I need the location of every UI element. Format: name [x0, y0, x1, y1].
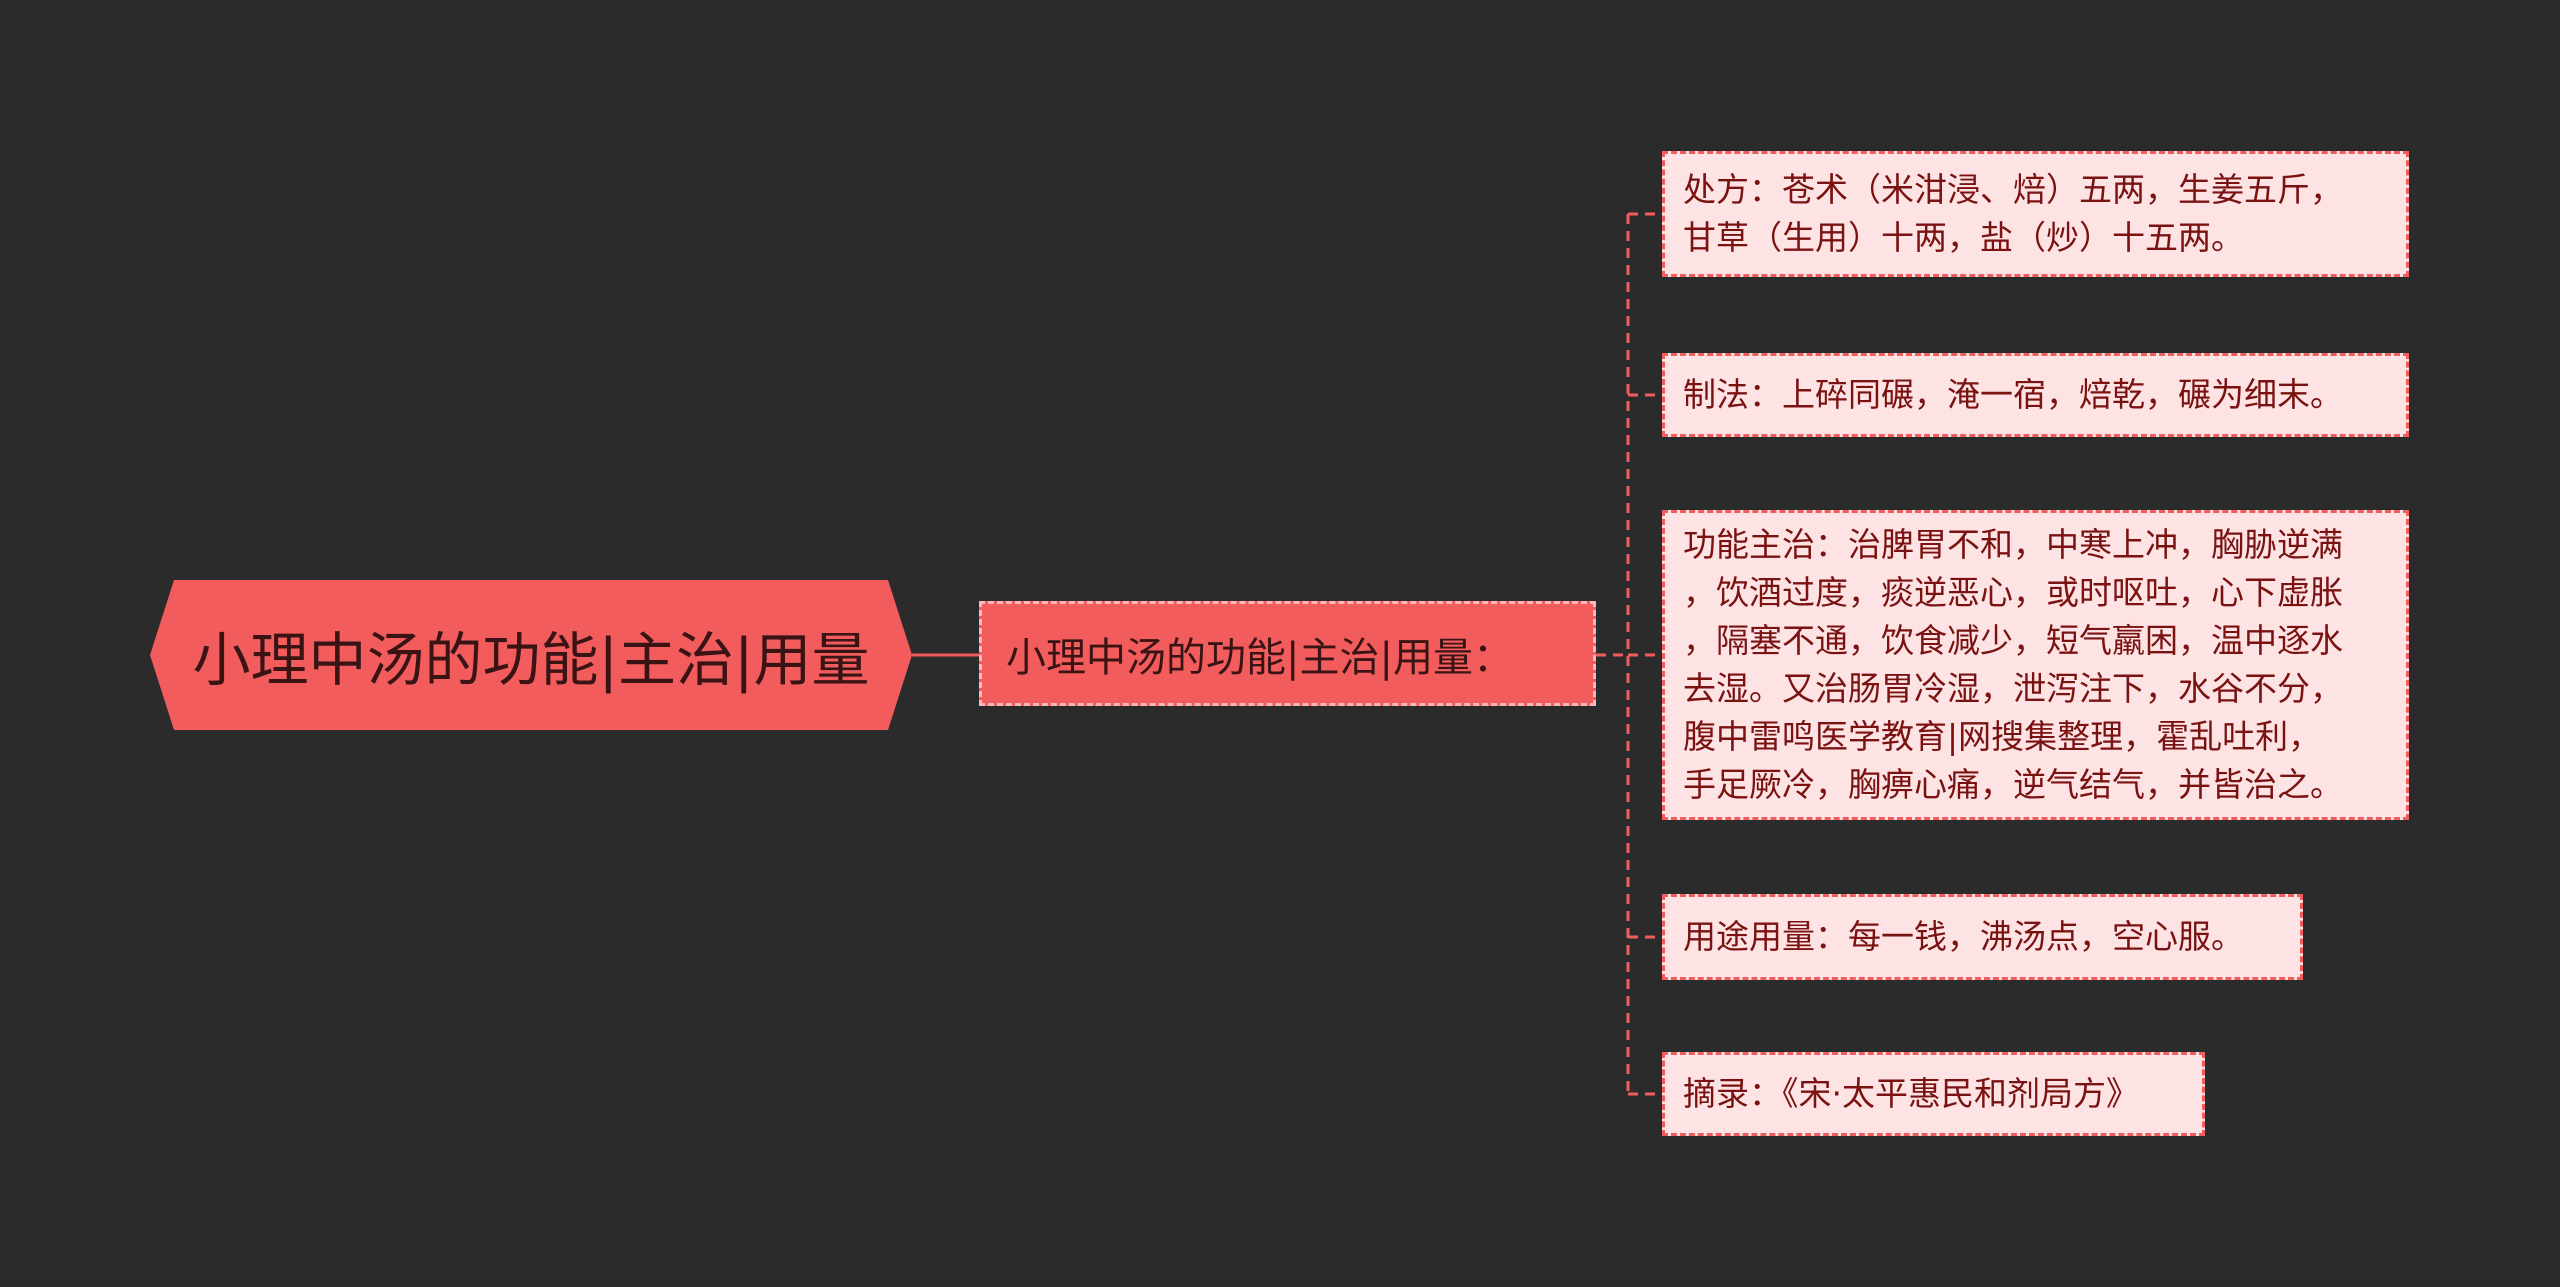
leaf-text-line: 甘草（生用）十两，盐（炒）十五两。	[1683, 218, 2244, 257]
leaf-text-line: 腹中雷鸣医学教育|网搜集整理，霍乱吐利，	[1683, 717, 2322, 756]
root-node-label: 小理中汤的功能|主治|用量	[192, 626, 870, 694]
leaf-dosage[interactable]: 用途用量：每一钱，沸汤点，空心服。	[1662, 894, 2303, 980]
leaf-text-line: 用途用量：每一钱，沸汤点，空心服。	[1683, 917, 2244, 956]
leaf-text-line: 功能主治：治脾胃不和，中寒上冲，胸胁逆满	[1683, 525, 2343, 564]
leaf-preparation[interactable]: 制法：上碎同碾，淹一宿，焙乾，碾为细末。	[1662, 353, 2409, 437]
leaf-text-line: 手足厥冷，胸痹心痛，逆气结气，并皆治之。	[1683, 765, 2343, 804]
root-node[interactable]: 小理中汤的功能|主治|用量	[150, 580, 912, 730]
root-node-shape	[150, 580, 912, 730]
leaf-text-line: ，饮酒过度，痰逆恶心，或时呕吐，心下虚胀	[1683, 573, 2343, 612]
leaf-text-line: 处方：苍术（米泔浸、焙）五两，生姜五斤，	[1683, 170, 2343, 209]
leaf-prescription[interactable]: 处方：苍术（米泔浸、焙）五两，生姜五斤， 甘草（生用）十两，盐（炒）十五两。	[1662, 151, 2409, 277]
leaf-indications[interactable]: 功能主治：治脾胃不和，中寒上冲，胸胁逆满 ，饮酒过度，痰逆恶心，或时呕吐，心下虚…	[1662, 510, 2409, 820]
leaf-source[interactable]: 摘录：《宋·太平惠民和剂局方》	[1662, 1052, 2205, 1136]
branch-node-label: 小理中汤的功能|主治|用量：	[1006, 634, 1513, 681]
branch-node[interactable]: 小理中汤的功能|主治|用量：	[979, 601, 1596, 706]
leaf-text-line: 摘录：《宋·太平惠民和剂局方》	[1683, 1074, 2139, 1113]
leaf-text-line: 去湿。又治肠胃冷湿，泄泻注下，水谷不分，	[1683, 669, 2343, 708]
leaf-text-line: 制法：上碎同碾，淹一宿，焙乾，碾为细末。	[1683, 375, 2343, 414]
leaf-text-line: ，隔塞不通，饮食减少，短气羸困，温中逐水	[1683, 621, 2343, 660]
